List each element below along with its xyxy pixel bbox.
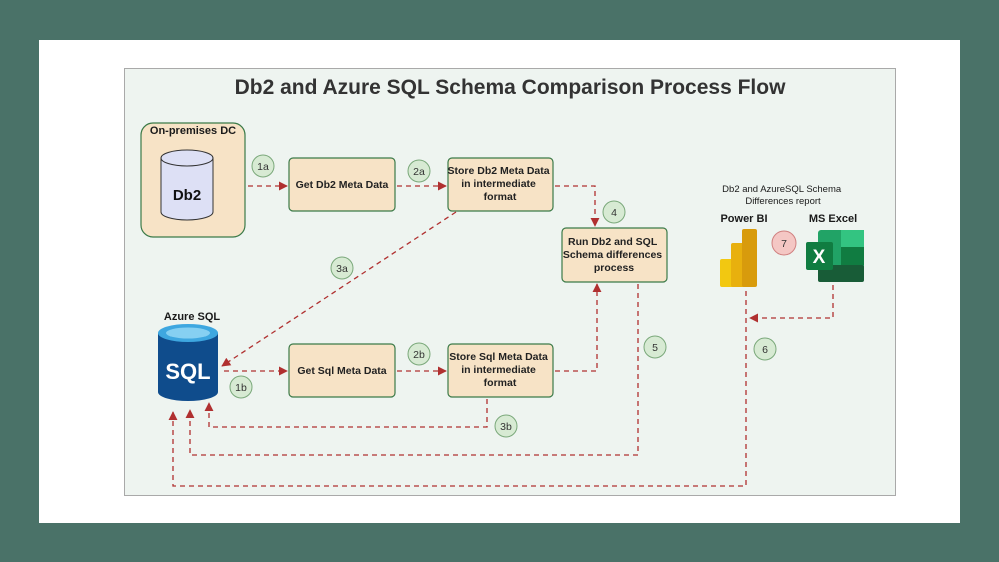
step-2a: 2a [407, 159, 431, 183]
svg-text:6: 6 [762, 344, 768, 356]
svg-text:3a: 3a [336, 263, 348, 275]
svg-text:Db2 and AzureSQL Schema Di: Db2 and AzureSQL Schema Differences repo… [722, 184, 844, 207]
run-diff-line-2: Schema differences [563, 249, 662, 261]
excel-x-glyph: X [813, 247, 826, 268]
get-db2-meta-label: Get Db2 Meta Data [296, 179, 389, 191]
arrow-3a [221, 211, 457, 367]
svg-text:4: 4 [611, 207, 617, 219]
get-sql-meta-label: Get Sql Meta Data [297, 365, 386, 377]
svg-text:1a: 1a [257, 161, 269, 173]
step-6: 6 [753, 337, 777, 361]
db2-database-icon: Db2 [160, 149, 214, 221]
arrow-3b [204, 399, 488, 428]
store-sql-meta-box: Store Sql Meta Data in intermediate form… [447, 343, 554, 398]
store-sql-line-2: in intermediate [461, 364, 536, 376]
store-db2-line-1: Store Db2 Meta Data [447, 165, 549, 177]
ms-excel-icon: X [806, 230, 864, 282]
onprem-dc-container: On-premises DC Db2 [140, 122, 246, 238]
arrow-excel-to-report [749, 285, 834, 323]
step-3a: 3a [330, 256, 354, 280]
run-diff-line-3: process [594, 262, 634, 274]
ms-excel-label: MS Excel [809, 213, 857, 225]
azure-sql-label: Azure SQL [164, 311, 221, 323]
azure-sql-database-icon: SQL [158, 324, 218, 401]
get-sql-meta-box: Get Sql Meta Data [288, 343, 396, 398]
svg-text:2a: 2a [413, 166, 425, 178]
step-1a: 1a [251, 154, 275, 178]
power-bi-icon [720, 229, 757, 287]
diagram-title: Db2 and Azure SQL Schema Comparison Proc… [235, 76, 786, 99]
arrow-6 [168, 291, 747, 487]
report-title-line-2: Differences report [745, 196, 821, 207]
step-4: 4 [602, 200, 626, 224]
svg-text:Run Db2 and SQL Schema d: Run Db2 and SQL Schema differences proce… [563, 236, 665, 274]
store-sql-line-3: format [484, 377, 517, 389]
power-bi-label: Power BI [720, 213, 767, 225]
store-db2-line-2: in intermediate [461, 178, 536, 190]
run-diff-process-box: Run Db2 and SQL Schema differences proce… [561, 227, 668, 283]
step-3b: 3b [494, 414, 518, 438]
flow-connectors [168, 181, 834, 487]
svg-text:Store Sql Meta Data in i: Store Sql Meta Data in intermediate form… [449, 351, 551, 389]
store-db2-meta-box: Store Db2 Meta Data in intermediate form… [447, 157, 554, 212]
db2-label: Db2 [173, 187, 201, 204]
store-db2-line-3: format [484, 191, 517, 203]
step-1b: 1b [229, 375, 253, 399]
step-5: 5 [643, 335, 667, 359]
step-2b: 2b [407, 342, 431, 366]
svg-text:1b: 1b [235, 382, 247, 394]
arrow-store-db2-to-run [555, 185, 600, 227]
svg-text:3b: 3b [500, 421, 512, 433]
svg-text:7: 7 [781, 238, 787, 250]
run-diff-line-1: Run Db2 and SQL [568, 236, 658, 248]
svg-text:5: 5 [652, 342, 658, 354]
onprem-dc-label: On-premises DC [150, 125, 236, 137]
store-sql-line-1: Store Sql Meta Data [449, 351, 548, 363]
arrow-store-sql-to-run [555, 283, 602, 372]
report-title-line-1: Db2 and AzureSQL Schema [722, 184, 842, 195]
svg-text:2b: 2b [413, 349, 425, 361]
svg-text:Store Db2 Meta Data in i: Store Db2 Meta Data in intermediate form… [447, 165, 552, 203]
step-7: 7 [771, 230, 797, 256]
sql-label: SQL [165, 359, 210, 384]
get-db2-meta-box: Get Db2 Meta Data [288, 157, 396, 212]
arrow-5 [185, 284, 639, 456]
